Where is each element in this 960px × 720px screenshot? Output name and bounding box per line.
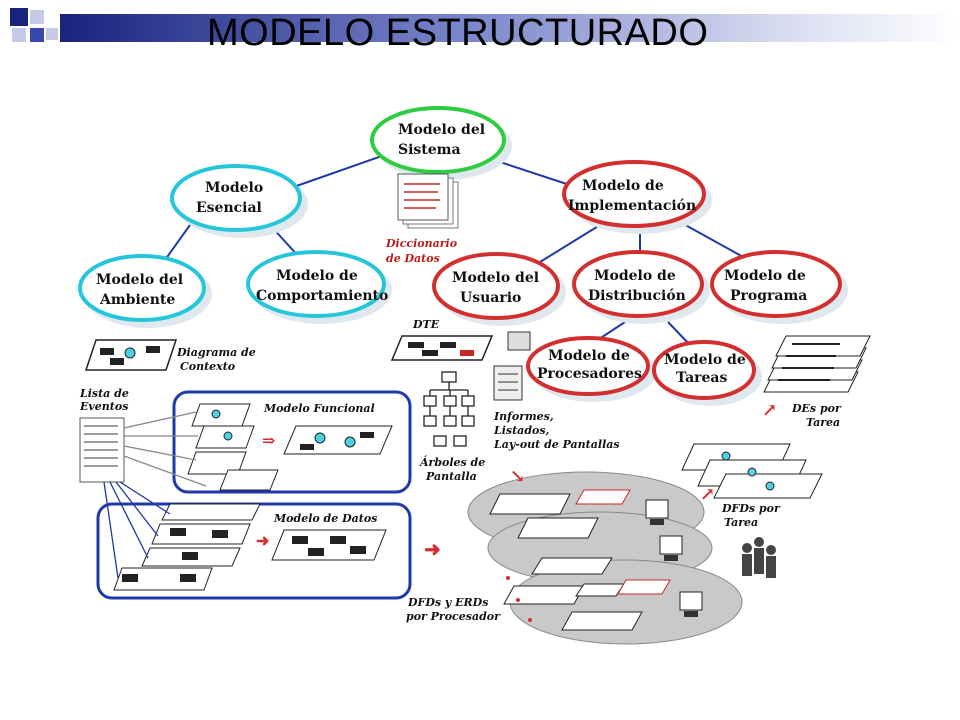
connector [284,155,383,191]
node-label: Comportamiento [256,288,388,304]
svg-text:⇒: ⇒ [262,431,275,450]
node-label: Ambiente [99,292,175,308]
reports-icon: Informes, Listados, Lay-out de Pantallas [493,331,620,451]
node-modelo-implementacion: Modelo de Implementación [562,160,712,234]
dte-thumbnail: DTE [390,318,494,361]
node-label: Implementación [568,198,696,214]
node-modelo-ambiente: Modelo del Ambiente [78,254,212,328]
connector [164,224,191,261]
event-list: Lista de Eventos [79,387,129,483]
caption-dfds: Tarea [724,516,758,529]
connector [679,221,746,259]
context-diagram-thumbnail: Diagrama de Contexto [84,339,256,373]
node-modelo-distribucion: Modelo de Distribución [572,250,710,324]
node-label: Programa [730,288,807,304]
svg-text:↗: ↗ [762,400,777,421]
caption-lista: Lista de [79,387,129,400]
caption-informes: Informes, [493,410,554,423]
connector [667,321,691,346]
node-modelo-usuario: Modelo del Usuario [432,252,566,326]
node-label: Modelo del [398,122,485,138]
caption-informes: Lay-out de Pantallas [493,438,620,451]
caption-des: Tarea [806,416,840,429]
node-label: Modelo de [664,352,746,368]
node-label: Procesadores [537,366,642,382]
caption-dte: DTE [412,318,440,331]
node-label: Modelo [205,180,263,196]
event-arrows [103,411,207,579]
header-square-dark [10,8,28,26]
header-square-light-3 [46,28,58,40]
caption-procesador: por Procesador [406,610,501,623]
header-gradient-bar [60,14,960,42]
caption-arboles: Árboles de [419,455,485,469]
header-square-light-2 [12,28,26,42]
header-square-dark-2 [30,28,44,42]
users-icon [742,537,776,578]
node-modelo-comportamiento: Modelo de Comportamiento [246,250,392,324]
node-label: Modelo de [582,178,664,194]
caption-diagrama: Contexto [180,360,235,373]
caption-lista: Eventos [79,400,128,413]
node-label: Tareas [676,370,728,386]
caption-datos: Modelo de Datos [273,512,377,525]
node-label: Usuario [460,290,521,306]
page-title: MODELO ESTRUCTURADO [207,12,709,54]
node-modelo-tareas: Modelo de Tareas [652,340,762,406]
data-dictionary-icon: Diccionario de Datos [385,173,459,265]
node-label: Modelo de [276,268,358,284]
svg-text:↗: ↗ [700,484,715,505]
header-square-light [30,10,44,24]
connector [539,224,601,263]
node-modelo-programa: Modelo de Programa [710,250,848,324]
des-por-tarea-stack: ↗ DEs por Tarea [762,335,871,429]
caption-funcional: Modelo Funcional [263,402,375,415]
dfds-por-tarea-stack: ↗ DFDs por Tarea [681,443,823,529]
caption-des: DEs por [791,402,842,415]
node-label: Modelo de [724,268,806,284]
node-label: Modelo del [96,272,183,288]
data-model-panel: Modelo de Datos ➜ [96,502,412,600]
node-label: Modelo del [452,270,539,286]
caption-diagrama: Diagrama de [176,346,256,359]
screen-tree-icon: Árboles de Pantalla [419,371,485,483]
node-modelo-sistema: Modelo del Sistema [370,106,512,180]
svg-text:↘: ↘ [510,466,525,487]
caption-procesador: DFDs y ERDs [407,596,488,609]
caption-diccionario: de Datos [386,252,440,265]
node-modelo-procesadores: Modelo de Procesadores [526,336,656,402]
node-label: Sistema [398,142,461,158]
caption-informes: Listados, [493,424,550,437]
svg-text:➜: ➜ [424,537,441,561]
node-modelo-esencial: Modelo Esencial [170,164,308,238]
node-label: Esencial [196,200,262,216]
caption-arboles: Pantalla [425,470,477,483]
svg-text:➜: ➜ [256,531,269,550]
node-label: Distribución [588,288,686,304]
caption-diccionario: Diccionario [385,237,457,250]
header-band [10,8,960,42]
node-label: Modelo de [548,348,630,364]
processor-platforms: ↘ ➜ DFDs y ERDs por Procesador [406,466,743,645]
node-label: Modelo de [594,268,676,284]
functional-model-panel: Modelo Funcional ⇒ [172,390,412,494]
caption-dfds: DFDs por [721,502,781,515]
